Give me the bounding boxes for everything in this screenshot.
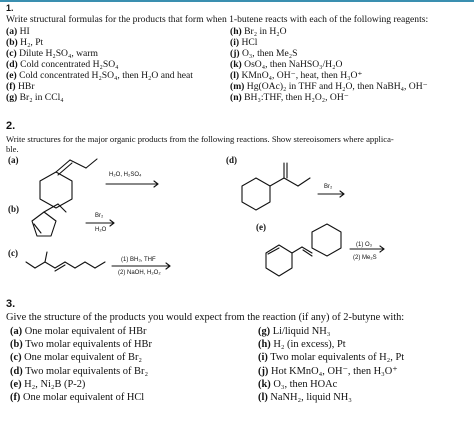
reagent-d: Br₂ [324,184,333,190]
reagent-b-top: Br₂ [95,213,104,219]
arrow-d [317,190,345,198]
list-item: (l) NaNH₂, liquid NH₃ [258,392,352,404]
question-2-number: 2. [6,120,16,132]
list-item: (n) BH₃:THF, then H₂O₂, OH⁻ [230,92,349,103]
list-item: (k) O₃, then HOAc [258,378,338,390]
arrow-e [349,245,385,253]
structure-c [25,251,106,272]
reagent-a: H₂O, H₂SO₄ [109,172,142,178]
list-item: (e) H₂, Ni₂B (P-2) [10,378,86,390]
structure-d [241,162,311,211]
list-item: (l) KMnO₄, OH⁻, heat, then H₃O⁺ [230,70,363,81]
list-item: (h) H₂ (in excess), Pt [258,339,346,351]
list-item: (c) Dilute H₂SO₄, warm [6,48,98,59]
list-item: (c) One molar equivalent of Br₂ [10,352,143,364]
reaction-b-label: (b) [8,204,19,214]
question-2-prompt-line-1: Write structures for the major organic p… [6,134,394,144]
question-1-prompt: Write structural formulas for the produc… [6,14,429,25]
question-3-right-list: (g) Li/liquid NH₃ (h) H₂ (in excess), Pt… [258,325,404,404]
question-1-left-list: (a) HI (b) H₂, Pt (c) Dilute H₂SO₄, warm… [6,26,193,103]
list-item: (a) One molar equivalent of HBr [10,326,147,337]
reaction-e-label: (e) [256,222,266,232]
list-item: (k) OsO₄, then NaHSO₃/H₂O [230,59,343,70]
list-item: (b) Two molar equivalents of HBr [10,339,152,351]
arrow-a [105,180,159,188]
reaction-c-label: (c) [8,248,18,258]
arrow-c [111,262,171,270]
question-1-right-list: (h) Br₂ in H₂O (i) HCl (j) O₃, then Me₂S… [230,26,428,103]
question-3-left-list: (a) One molar equivalent of HBr (b) Two … [10,325,152,404]
list-item: (b) H₂, Pt [6,37,44,48]
list-item: (j) Hot KMnO₄, OH⁻, then H₃O⁺ [258,365,398,377]
question-3-number: 3. [6,298,16,310]
list-item: (i) Two molar equivalents of H₂, Pt [258,352,405,364]
structure-b [31,203,67,237]
list-item: (j) O₃, then Me₂S [230,48,298,59]
reagent-e-bottom: (2) Me₂S [353,255,377,261]
reagent-e-top: (1) O₃ [356,242,373,248]
question-2-prompt-line-2: ble. [6,144,19,154]
reagent-c-top: (1) BH₃, THF [121,257,156,263]
top-accent-bar [0,0,474,2]
list-item: (f) HBr [6,81,35,92]
reagent-b-bottom: H₂O [95,227,107,233]
structure-a [39,158,98,209]
list-item: (m) Hg(OAc)₂ in THF and H₂O, then NaBH₄,… [230,81,428,92]
list-item: (f) One molar equivalent of HCl [10,392,145,404]
list-item: (a) HI [6,26,30,37]
reagent-c-bottom: (2) NaOH, H₂O₂ [118,270,161,276]
list-item: (i) HCl [230,37,258,48]
question-3-prompt: Give the structure of the products you w… [6,312,405,323]
list-item: (e) Cold concentrated H₂SO₄, then H₂O an… [6,70,193,81]
structure-e [265,223,342,277]
list-item: (g) Li/liquid NH₃ [258,326,331,337]
arrow-b [85,219,115,227]
reaction-d-label: (d) [226,155,237,165]
list-item: (d) Two molar equivalents of Br₂ [10,365,149,377]
reaction-a-label: (a) [8,155,19,165]
list-item: (d) Cold concentrated H₂SO₄ [6,59,119,70]
list-item: (h) Br₂ in H₂O [230,26,287,37]
list-item: (g) Br₂ in CCl₄ [6,92,64,103]
question-1-number: 1. [6,3,14,13]
